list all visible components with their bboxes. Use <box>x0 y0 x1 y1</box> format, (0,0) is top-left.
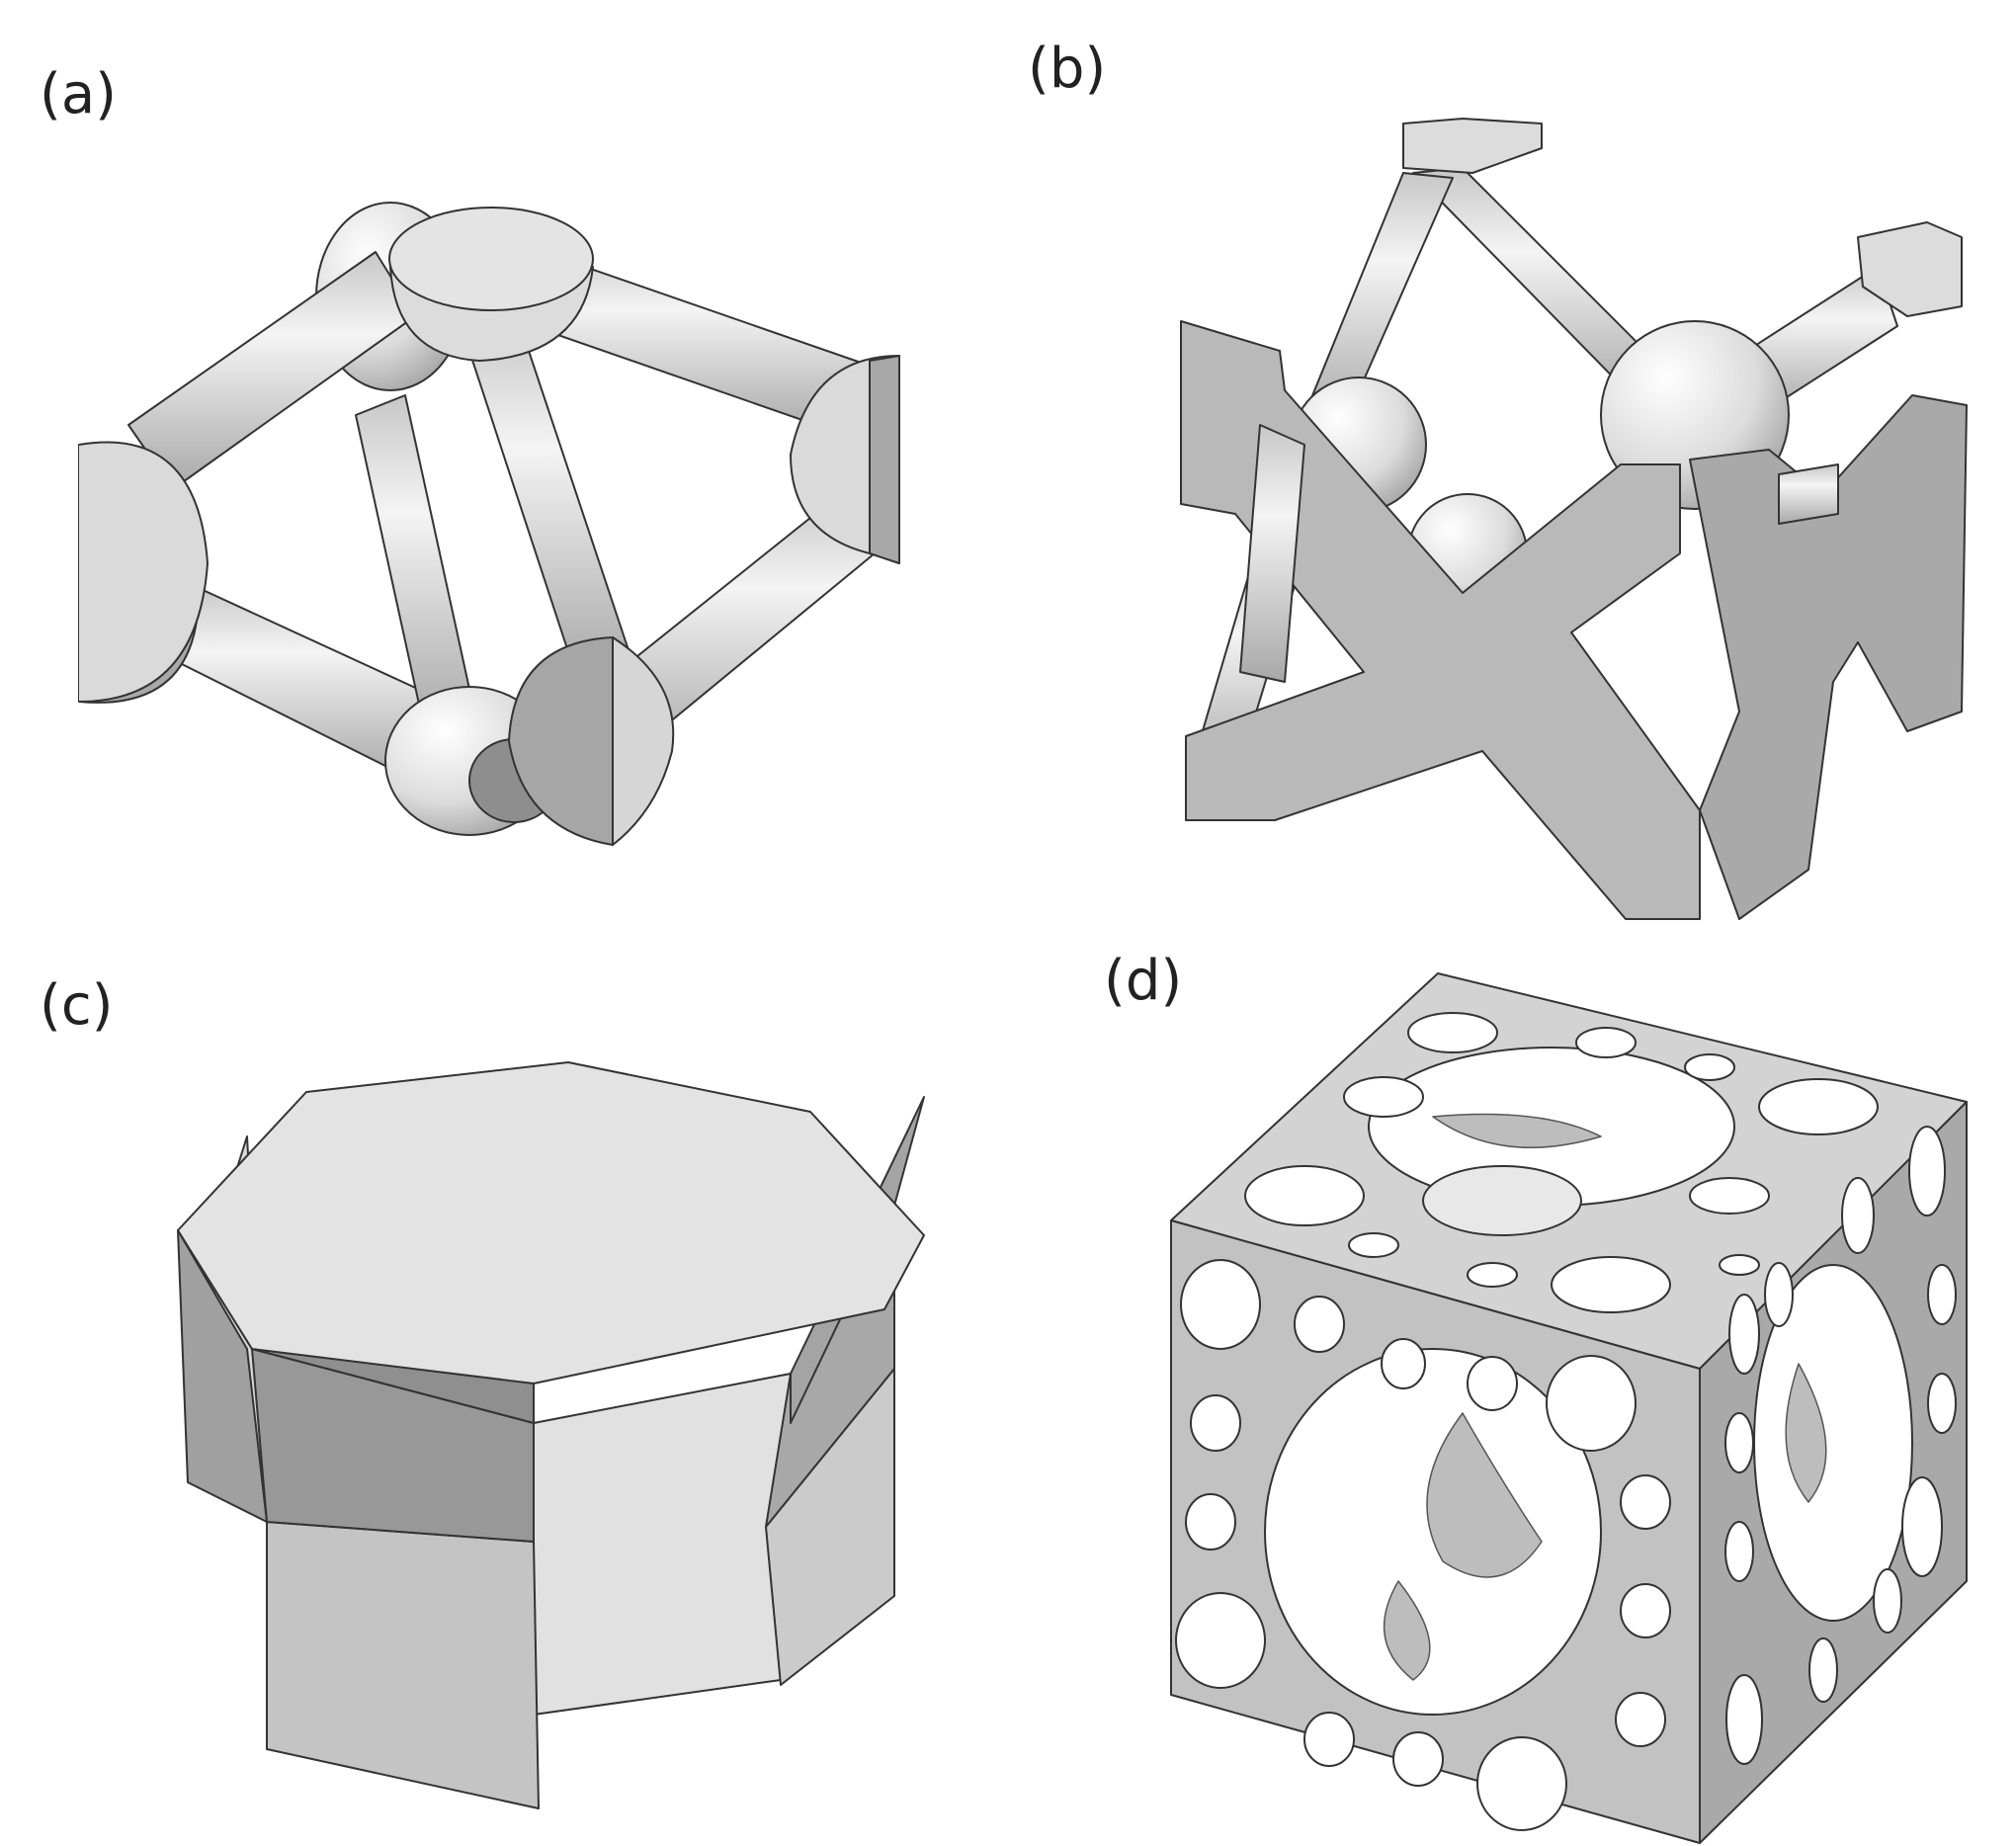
pore-inner-shading-d <box>1383 1113 1827 1681</box>
cap-top-2-b <box>1857 221 1963 317</box>
panel-label-b: (b) <box>1028 37 1107 101</box>
cross-plate-front-b <box>1180 320 1701 920</box>
right-face-pores-d <box>1724 1126 1957 1765</box>
strut-side-2-b <box>1778 463 1839 525</box>
cap-front-a <box>508 636 614 846</box>
cap-left-curve-a <box>78 441 209 703</box>
strut-center-right-a <box>463 320 633 683</box>
panel-label-c: (c) <box>40 973 114 1038</box>
outer-face-lower-left-c <box>266 1521 540 1809</box>
strut-side-1-b <box>1239 424 1305 683</box>
lattice-cell-b <box>1180 118 1968 920</box>
cap-top-face-a <box>388 207 594 311</box>
cap-right-face-a <box>869 355 900 564</box>
panel-label-d: (d) <box>1104 949 1183 1013</box>
cap-front-right-a <box>612 636 675 846</box>
cap-top-1-b <box>1402 118 1543 174</box>
lattice-cell-a <box>78 202 900 846</box>
porous-cube-d <box>1170 972 1968 1844</box>
inner-wall-floor-c <box>533 1373 792 1716</box>
panel-label-a: (a) <box>40 62 118 126</box>
side-panel-left-c <box>177 1229 268 1523</box>
octagon-top-face-c <box>177 1061 925 1384</box>
octagon-cell-c <box>177 1061 925 1809</box>
